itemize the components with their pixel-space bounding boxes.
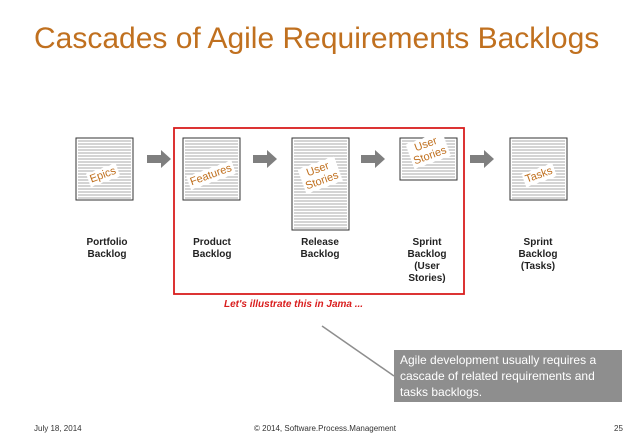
arrow-3 <box>361 150 385 168</box>
slide-title: Cascades of Agile Requirements Backlogs <box>34 22 600 55</box>
arrow-1 <box>147 150 171 168</box>
footer-date: July 18, 2014 <box>34 424 82 433</box>
footer-copyright: © 2014, Software.Process.Management <box>254 424 396 433</box>
footer-page-number: 25 <box>614 424 623 433</box>
highlight-box <box>173 127 465 295</box>
illustrate-note: Let's illustrate this in Jama ... <box>224 299 364 310</box>
arrow-2 <box>253 150 277 168</box>
callout-pointer <box>321 325 395 377</box>
callout-box: Agile development usually requires a cas… <box>394 350 622 402</box>
arrow-4 <box>470 150 494 168</box>
doc-epics <box>75 137 134 201</box>
